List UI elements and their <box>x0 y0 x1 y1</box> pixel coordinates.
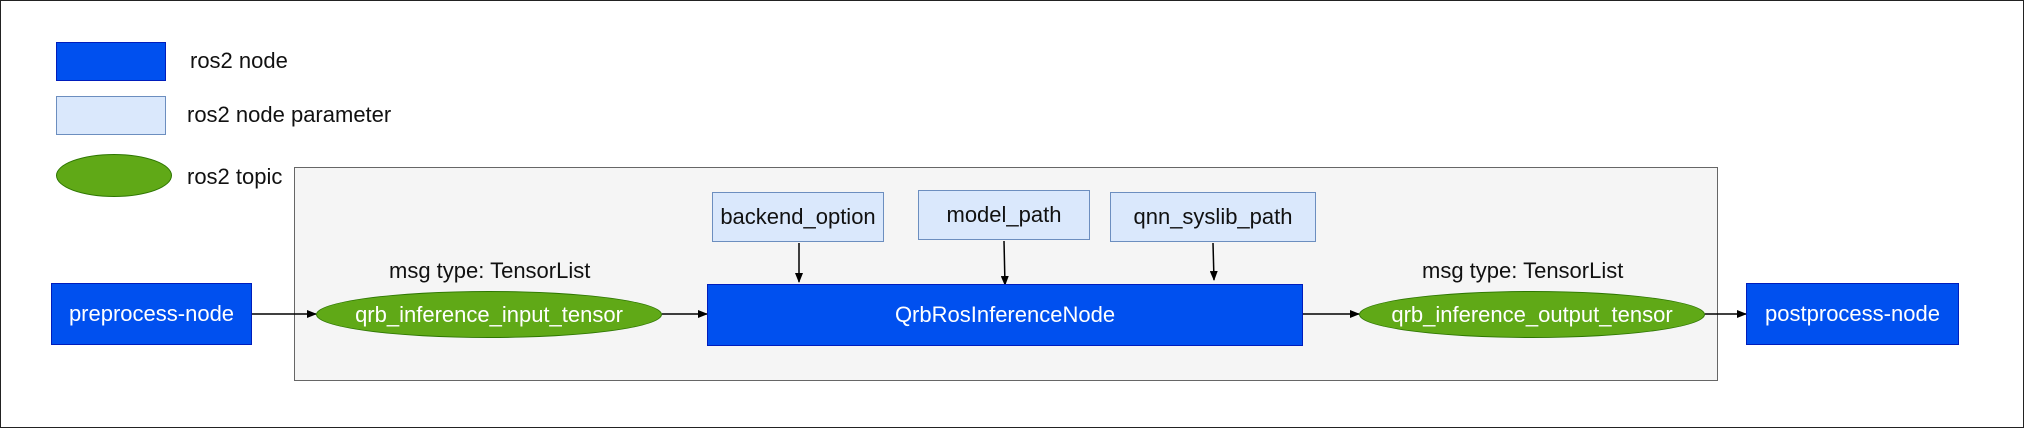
preprocess-node: preprocess-node <box>51 283 252 345</box>
edge-qnn-syslib-path-to-inference <box>1209 242 1218 281</box>
legend-param-swatch <box>56 96 166 135</box>
param-model-path: model_path <box>918 190 1090 240</box>
param-qnn-syslib-path: qnn_syslib_path <box>1110 192 1316 242</box>
input-msg-type-label: msg type: TensorList <box>389 258 591 283</box>
legend-topic-label: ros2 topic <box>187 164 283 189</box>
edge-model-path-to-inference <box>1000 240 1009 286</box>
legend-node-label: ros2 node <box>190 48 288 73</box>
output-msg-type-label: msg type: TensorList <box>1422 258 1624 283</box>
postprocess-node: postprocess-node <box>1746 283 1959 345</box>
output-topic: qrb_inference_output_tensor <box>1359 291 1705 338</box>
legend-topic-swatch <box>56 154 172 197</box>
inference-node: QrbRosInferenceNode <box>707 284 1303 346</box>
legend-node-swatch <box>56 42 166 81</box>
legend-param-label: ros2 node parameter <box>187 102 392 127</box>
param-backend-option: backend_option <box>712 192 884 242</box>
input-topic: qrb_inference_input_tensor <box>316 291 662 338</box>
